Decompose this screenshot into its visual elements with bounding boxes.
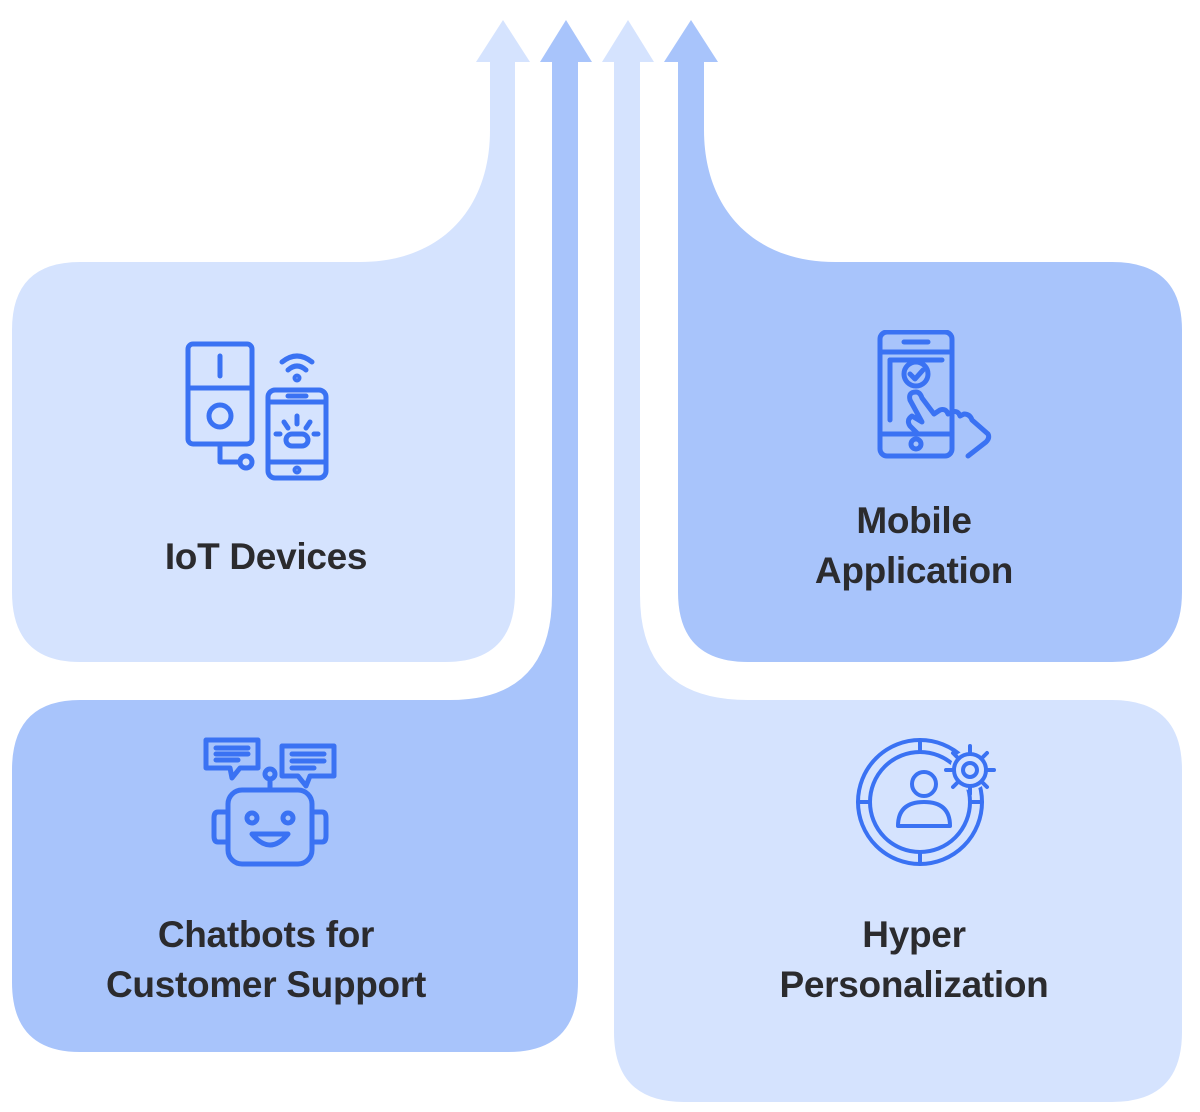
chatbots-label-line1: Chatbots for bbox=[157, 914, 375, 955]
hyper-label-line2: Personalization bbox=[779, 964, 1049, 1005]
iot-label-line1: IoT Devices bbox=[164, 536, 368, 577]
hyper-card-label: Hyper Personalization bbox=[714, 910, 1114, 1010]
iot-devices-icon bbox=[185, 341, 329, 481]
mobile-label-line1: Mobile bbox=[856, 500, 972, 541]
chatbot-icon bbox=[203, 737, 337, 867]
mobile-touch-icon bbox=[877, 330, 992, 459]
chatbots-card-shape bbox=[12, 62, 578, 1052]
mobile-card-label: Mobile Application bbox=[734, 496, 1094, 596]
chatbots-card bbox=[12, 20, 592, 1052]
chatbots-label-line2: Customer Support bbox=[106, 964, 426, 1005]
hyper-label-line1: Hyper bbox=[862, 914, 966, 955]
hyper-card bbox=[602, 20, 1182, 1102]
iot-card bbox=[12, 20, 530, 662]
iot-card-label: IoT Devices bbox=[86, 532, 446, 582]
chatbots-card-label: Chatbots for Customer Support bbox=[46, 910, 486, 1010]
mobile-label-line2: Application bbox=[814, 550, 1014, 591]
hyper-card-shape bbox=[614, 62, 1182, 1102]
iot-arrow-head bbox=[476, 20, 530, 62]
hyper-arrow-head bbox=[602, 20, 654, 62]
iot-card-shape bbox=[12, 62, 515, 662]
mobile-arrow-head bbox=[664, 20, 718, 62]
chatbots-arrow-head bbox=[540, 20, 592, 62]
user-gear-icon bbox=[856, 738, 996, 866]
